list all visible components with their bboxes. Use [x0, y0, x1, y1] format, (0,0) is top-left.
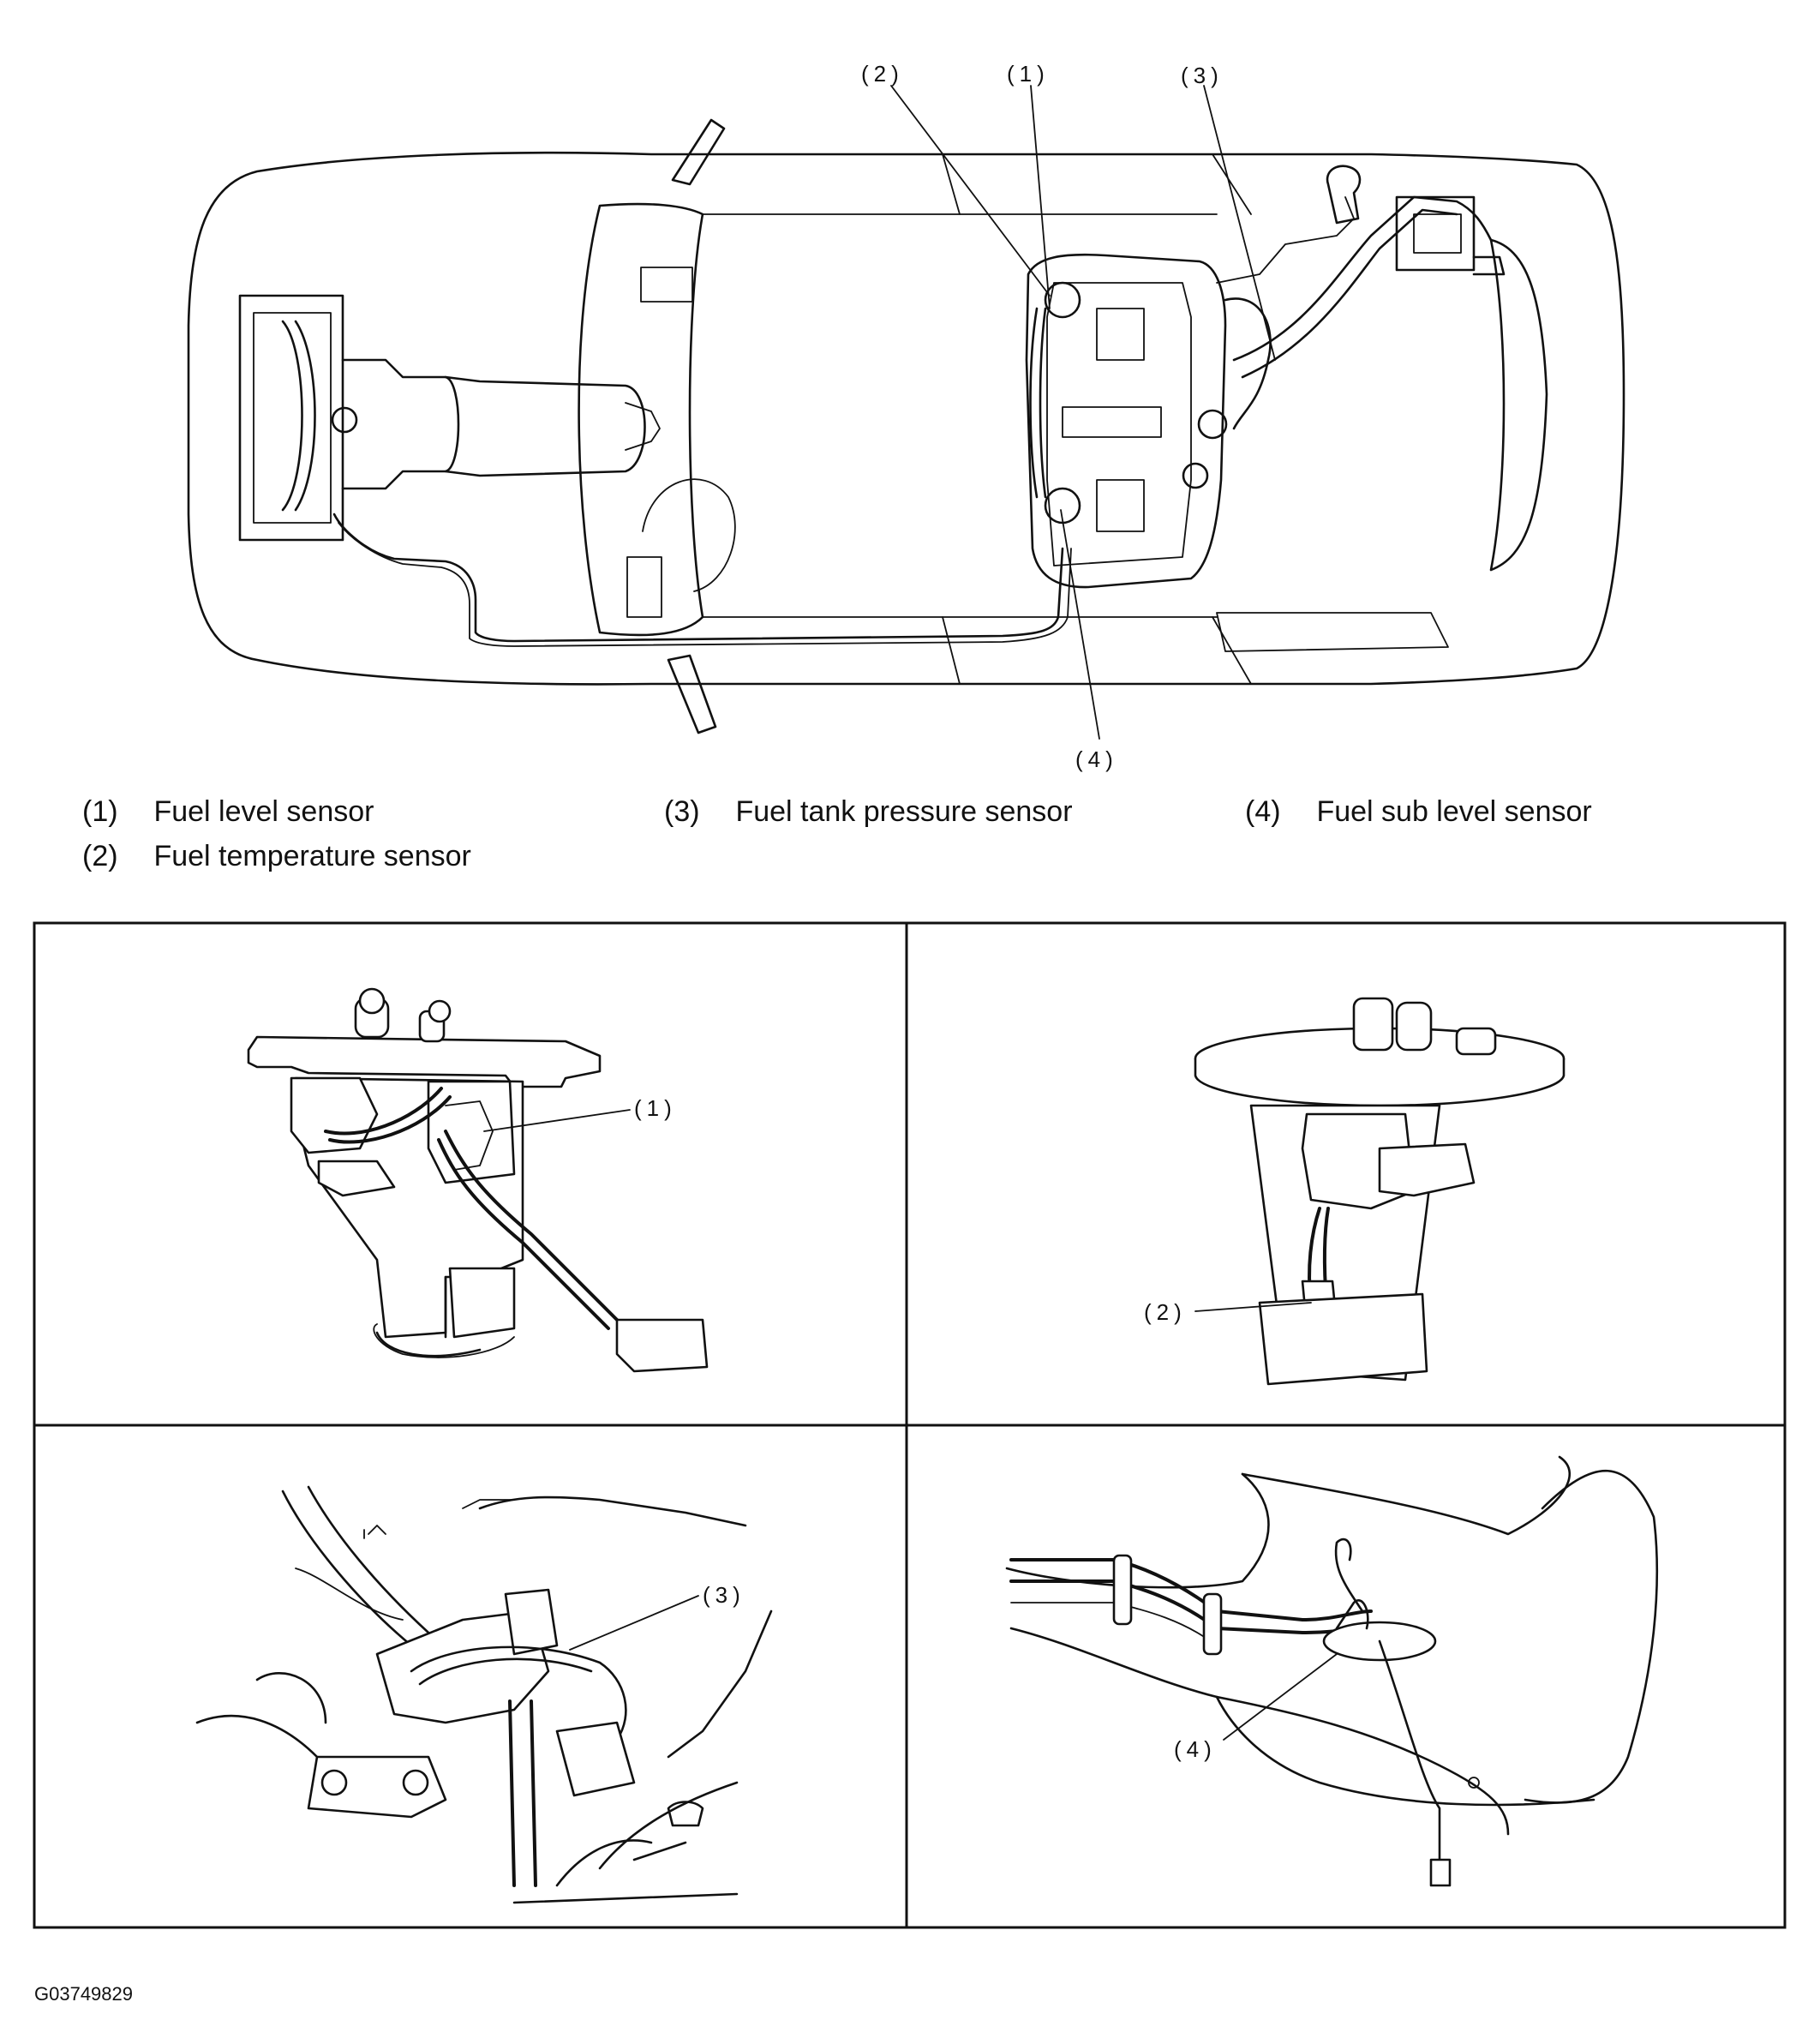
callout-4-panel: (4): [1174, 1736, 1217, 1762]
dash-panel-a: [640, 267, 693, 303]
legend-label-3: Fuel tank pressure sensor: [735, 795, 1073, 828]
dash-panel-b: [626, 556, 662, 618]
fuel-tank: [1025, 253, 1272, 589]
figure-id: G03749829: [34, 1983, 133, 2005]
mirror-bottom: [667, 654, 717, 734]
steering-column: [642, 478, 736, 592]
legend-label-4: Fuel sub level sensor: [1316, 795, 1592, 828]
car-overview: (2) (1) (3) (4): [187, 61, 1625, 772]
legend-num-2: (2): [82, 840, 118, 872]
legend-label-2: Fuel temperature sensor: [153, 840, 471, 872]
car-cabin-line: [702, 213, 1218, 618]
side-rail: [1216, 612, 1449, 652]
leader-3-panel: [569, 1595, 699, 1651]
legend-item-2: (2) Fuel temperature sensor: [82, 840, 471, 873]
car-body-outline: [187, 151, 1625, 686]
legend-item-4: (4) Fuel sub level sensor: [1245, 795, 1592, 829]
leader-4-panel: [1223, 1653, 1338, 1741]
car-rear-window: [1489, 238, 1548, 572]
engine-assembly: [238, 294, 661, 542]
panel-fuel-level-sensor: (1): [247, 987, 709, 1373]
panel-fuel-sub-level-sensor: (4): [1005, 1455, 1659, 1887]
callout-1-top: (1): [1007, 61, 1050, 87]
door-line-top: [942, 153, 1252, 215]
leader-2: [890, 85, 1051, 297]
callout-4-top: (4): [1075, 746, 1118, 772]
legend-item-3: (3) Fuel tank pressure sensor: [664, 795, 1073, 829]
door-line-bottom: [942, 616, 1252, 685]
mirror-top: [671, 118, 726, 186]
panel-fuel-temperature-sensor: (2): [1144, 997, 1566, 1386]
legend-item-1: (1) Fuel level sensor: [82, 795, 374, 829]
leader-1: [1030, 85, 1051, 309]
leader-3: [1203, 85, 1276, 361]
filler-assembly: [1216, 165, 1506, 379]
callout-1-panel: (1): [634, 1095, 677, 1121]
fuel-line-main-2: [338, 522, 1072, 647]
legend-num-3: (3): [664, 795, 700, 828]
legend-num-4: (4): [1245, 795, 1281, 828]
fuel-line-main: [332, 512, 1064, 643]
leader-2-panel: [1194, 1302, 1312, 1312]
callout-3-top: (3): [1181, 63, 1224, 88]
callout-2-panel: (2): [1144, 1299, 1187, 1325]
legend-label-1: Fuel level sensor: [153, 795, 374, 828]
panel-fuel-tank-pressure-sensor: (3): [195, 1485, 773, 1904]
leader-1-panel: [483, 1109, 631, 1132]
leader-4: [1060, 509, 1100, 740]
detail-grid: [33, 921, 1787, 1929]
callout-3-panel: (3): [703, 1582, 745, 1608]
callout-2-top: (2): [861, 61, 904, 87]
legend-num-1: (1): [82, 795, 118, 828]
